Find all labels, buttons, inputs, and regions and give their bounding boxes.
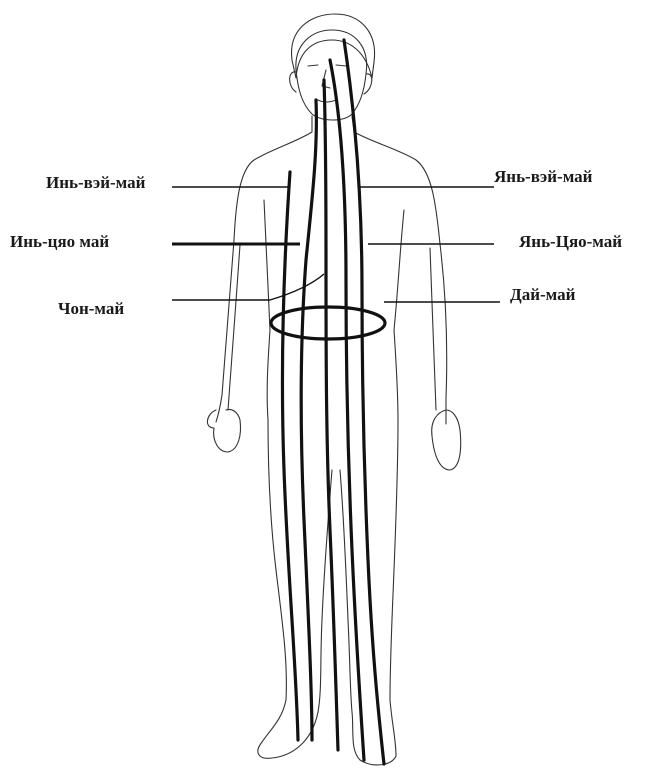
label-chong-mai: Чон-май [58,299,124,318]
leader-chong-curve [270,274,324,300]
channel-dai-belt [271,307,385,339]
channel-chong [324,80,338,750]
channel-yin-wei [282,172,298,740]
channel-yin-qiao [301,100,316,740]
label-yang-qiao-mai: Янь-Цяо-май [519,232,622,251]
labels: Инь-вэй-май Янь-вэй-май Инь-цяо май Янь-… [10,167,622,318]
mouth [318,100,336,102]
waist-left [264,200,270,420]
label-yang-wei-mai: Янь-вэй-май [494,167,593,186]
eye-left [308,65,318,66]
leg-right-outer [390,420,398,756]
arm-inner-right [430,248,436,410]
label-yin-wei-mai: Инь-вэй-май [46,173,146,192]
leaders [172,187,500,302]
label-yin-qiao-mai: Инь-цяо май [10,232,109,251]
label-dai-mai: Дай-май [510,285,576,304]
arm-inner-left [228,245,240,410]
channel-yang-wei [344,40,384,764]
channels [271,40,385,764]
waist-right [394,210,404,420]
hand-left [207,409,240,452]
foot-right [352,712,396,765]
eye-right [336,65,346,66]
